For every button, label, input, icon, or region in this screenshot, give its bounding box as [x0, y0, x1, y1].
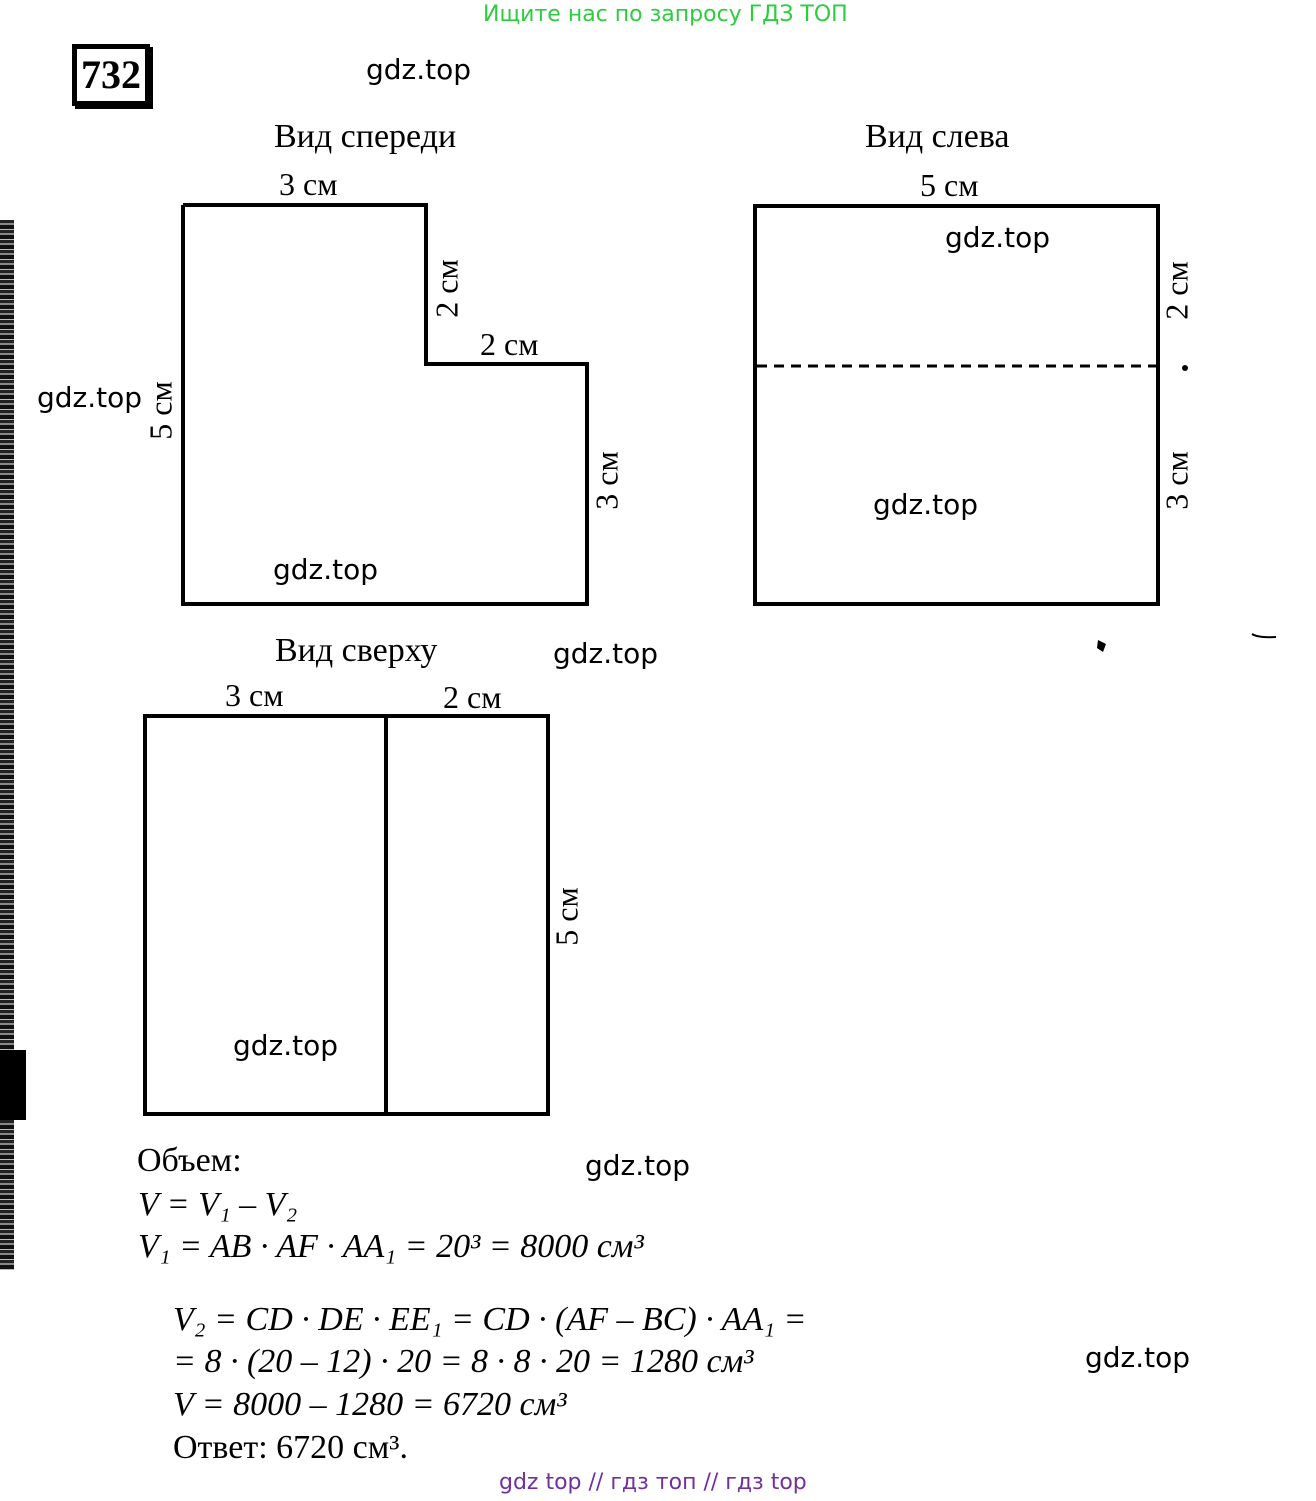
watermark: gdz.top — [1085, 1341, 1191, 1374]
top-view-left-top-label: 3 см — [225, 677, 284, 713]
left-view-outline — [753, 204, 1160, 606]
solution-line-3: V₂ = CD · DE · EE₁ = CD · (AF – BC) · AA… — [173, 1301, 807, 1338]
left-view-top-label: 5 см — [920, 167, 979, 203]
watermark: gdz.top — [366, 53, 472, 86]
watermark: gdz.top — [873, 488, 979, 521]
watermark: gdz.top — [945, 221, 1051, 254]
solution-heading: Объем: — [137, 1142, 242, 1179]
solution-answer: Ответ: 6720 см³. — [173, 1429, 408, 1466]
front-view-left-label: 5 см — [142, 381, 179, 440]
watermark: gdz.top — [553, 637, 659, 670]
front-view-title: Вид спереди — [274, 118, 457, 155]
footer-links[interactable]: gdz top // гдз топ // гдз top — [499, 1470, 807, 1495]
front-view-right-label: 3 см — [588, 451, 625, 510]
solution-line-2: V₁ = AB · AF · AA₁ = 20³ = 8000 см³ — [138, 1228, 644, 1265]
top-view-right-label: 5 см — [548, 887, 585, 946]
watermark: gdz.top — [273, 553, 379, 586]
scan-speck — [1097, 640, 1106, 652]
top-view-title: Вид сверху — [275, 632, 438, 669]
watermark: gdz.top — [37, 381, 143, 414]
solution-line-5: V = 8000 – 1280 = 6720 см³ — [173, 1386, 567, 1423]
scan-blob-artifact — [0, 1050, 26, 1120]
front-view-step-horizontal-label: 2 см — [480, 326, 539, 362]
scan-edge-artifact — [0, 220, 14, 1270]
front-view-top-label: 3 см — [279, 166, 338, 202]
scan-dot — [1182, 365, 1188, 371]
top-view-outline — [143, 714, 550, 1116]
scan-speck — [1251, 633, 1277, 639]
left-view-lower-right-label: 3 см — [1158, 451, 1195, 510]
solution-line-1: V = V₁ – V₂ — [138, 1186, 298, 1223]
watermark: gdz.top — [585, 1149, 691, 1182]
search-banner[interactable]: Ищите нас по запросу ГДЗ ТОП — [483, 2, 848, 27]
left-view-title: Вид слева — [865, 118, 1010, 155]
watermark: gdz.top — [233, 1029, 339, 1062]
problem-number: 732 — [72, 44, 150, 106]
top-view-right-top-label: 2 см — [443, 679, 502, 715]
left-view-upper-right-label: 2 см — [1158, 261, 1195, 320]
front-view-outline — [181, 203, 589, 606]
solution-line-4: = 8 · (20 – 12) · 20 = 8 · 8 · 20 = 1280… — [173, 1343, 754, 1380]
front-view-step-vertical-label: 2 см — [428, 259, 465, 318]
